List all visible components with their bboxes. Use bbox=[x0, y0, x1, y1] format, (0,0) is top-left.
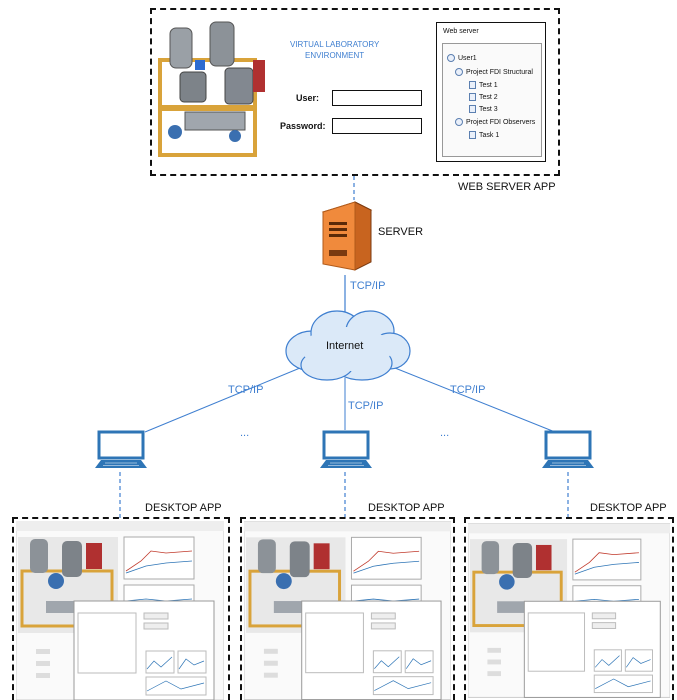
password-label: Password: bbox=[280, 121, 326, 131]
document-icon bbox=[469, 81, 476, 89]
web-server-panel: Web server User1 Project FDI Structural … bbox=[436, 22, 546, 162]
laptop-icon bbox=[320, 430, 372, 472]
lab-plant-image bbox=[155, 20, 267, 168]
user-label: User: bbox=[296, 93, 320, 103]
tree-item-project-observers[interactable]: Project FDI Observers bbox=[455, 118, 535, 126]
desktop-app-box bbox=[464, 517, 674, 700]
desktop-app-box bbox=[240, 517, 455, 700]
password-input[interactable] bbox=[332, 118, 422, 134]
link-label-left: TCP/IP bbox=[228, 384, 264, 396]
ellipsis-right: ... bbox=[440, 427, 450, 439]
desktop-app-caption-3: DESKTOP APP bbox=[590, 502, 667, 514]
document-icon bbox=[469, 93, 476, 101]
web-server-panel-title: Web server bbox=[443, 28, 479, 35]
internet-label: Internet bbox=[326, 340, 364, 352]
document-icon bbox=[469, 105, 476, 113]
web-server-app-caption: WEB SERVER APP bbox=[458, 181, 556, 193]
project-icon bbox=[455, 68, 463, 76]
project-icon bbox=[455, 118, 463, 126]
tree-item-task1[interactable]: Task 1 bbox=[469, 131, 499, 139]
server-icon bbox=[315, 200, 375, 276]
desktop-app-thumbnail bbox=[244, 521, 451, 700]
tree-item-test2[interactable]: Test 2 bbox=[469, 93, 498, 101]
web-server-tree: User1 Project FDI Structural Test 1 Test… bbox=[442, 43, 542, 157]
tree-item-project-structural[interactable]: Project FDI Structural bbox=[455, 68, 533, 76]
link-label-center: TCP/IP bbox=[348, 400, 384, 412]
app-title-line2: ENVIRONMENT bbox=[305, 51, 365, 60]
app-title-line1: VIRTUAL LABORATORY bbox=[290, 40, 380, 49]
tree-item-test3[interactable]: Test 3 bbox=[469, 105, 498, 113]
ellipsis-left: ... bbox=[240, 427, 250, 439]
document-icon bbox=[469, 131, 476, 139]
desktop-app-box bbox=[12, 517, 230, 700]
desktop-app-thumbnail bbox=[16, 521, 224, 700]
server-label: SERVER bbox=[378, 226, 424, 238]
cloud-icon bbox=[282, 305, 412, 383]
link-label-right: TCP/IP bbox=[450, 384, 486, 396]
desktop-app-thumbnail bbox=[468, 521, 670, 700]
server-link-label: TCP/IP bbox=[350, 280, 386, 292]
tree-item-test1[interactable]: Test 1 bbox=[469, 81, 498, 89]
laptop-icon bbox=[95, 430, 147, 472]
web-server-app-box bbox=[150, 8, 560, 176]
desktop-app-caption-1: DESKTOP APP bbox=[145, 502, 222, 514]
laptop-icon bbox=[542, 430, 594, 472]
desktop-app-caption-2: DESKTOP APP bbox=[368, 502, 445, 514]
user-input[interactable] bbox=[332, 90, 422, 106]
tree-item-user1[interactable]: User1 bbox=[447, 54, 477, 62]
users-icon bbox=[447, 54, 455, 62]
